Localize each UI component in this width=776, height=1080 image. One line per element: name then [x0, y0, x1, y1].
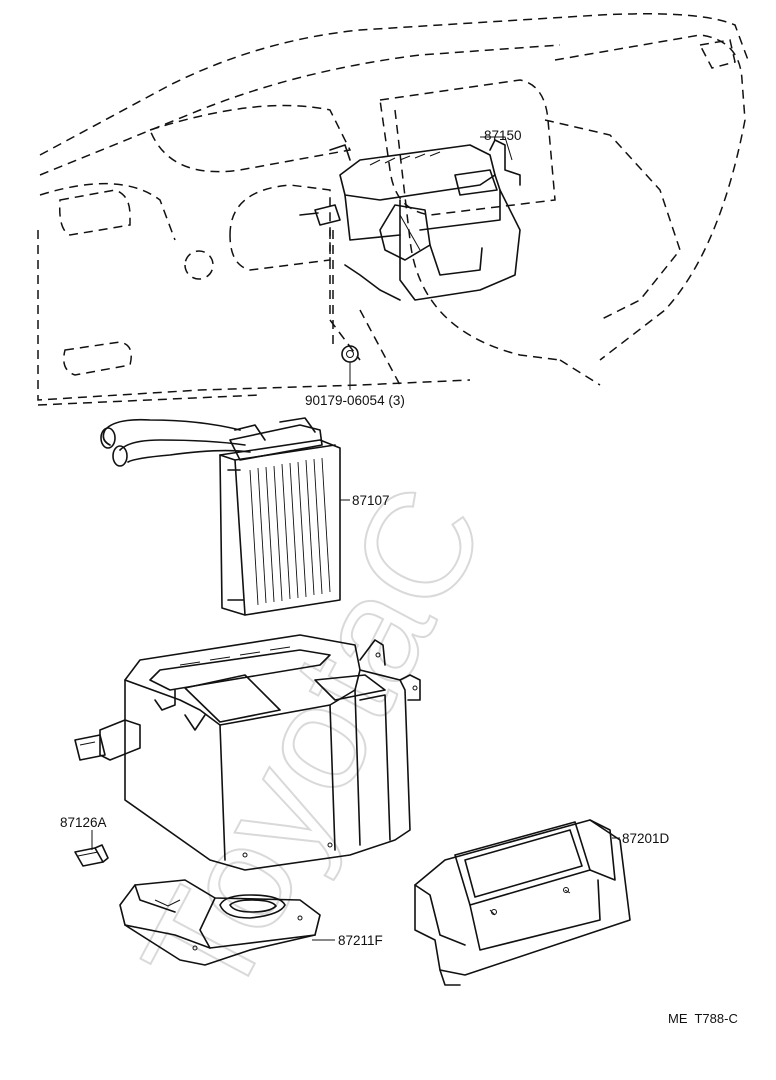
damper-part — [74, 844, 109, 867]
dashboard-outline — [37, 13, 749, 406]
label-87211F: 87211F — [338, 933, 383, 948]
label-90179-06054: 90179-06054 (3) — [305, 393, 405, 408]
label-87201D: 87201D — [622, 831, 670, 846]
label-87126A: 87126A — [60, 815, 107, 830]
leader-lines — [91, 136, 620, 941]
illustration-code: ME T788-C — [668, 1011, 738, 1026]
heater-radiator — [100, 417, 348, 616]
label-87150: 87150 — [484, 128, 522, 143]
clip-part — [332, 230, 359, 390]
label-87107: 87107 — [352, 493, 390, 508]
lower-case — [119, 879, 321, 966]
heater-case — [74, 634, 421, 871]
heater-unit-assy — [299, 139, 521, 301]
blower-duct — [414, 819, 631, 986]
